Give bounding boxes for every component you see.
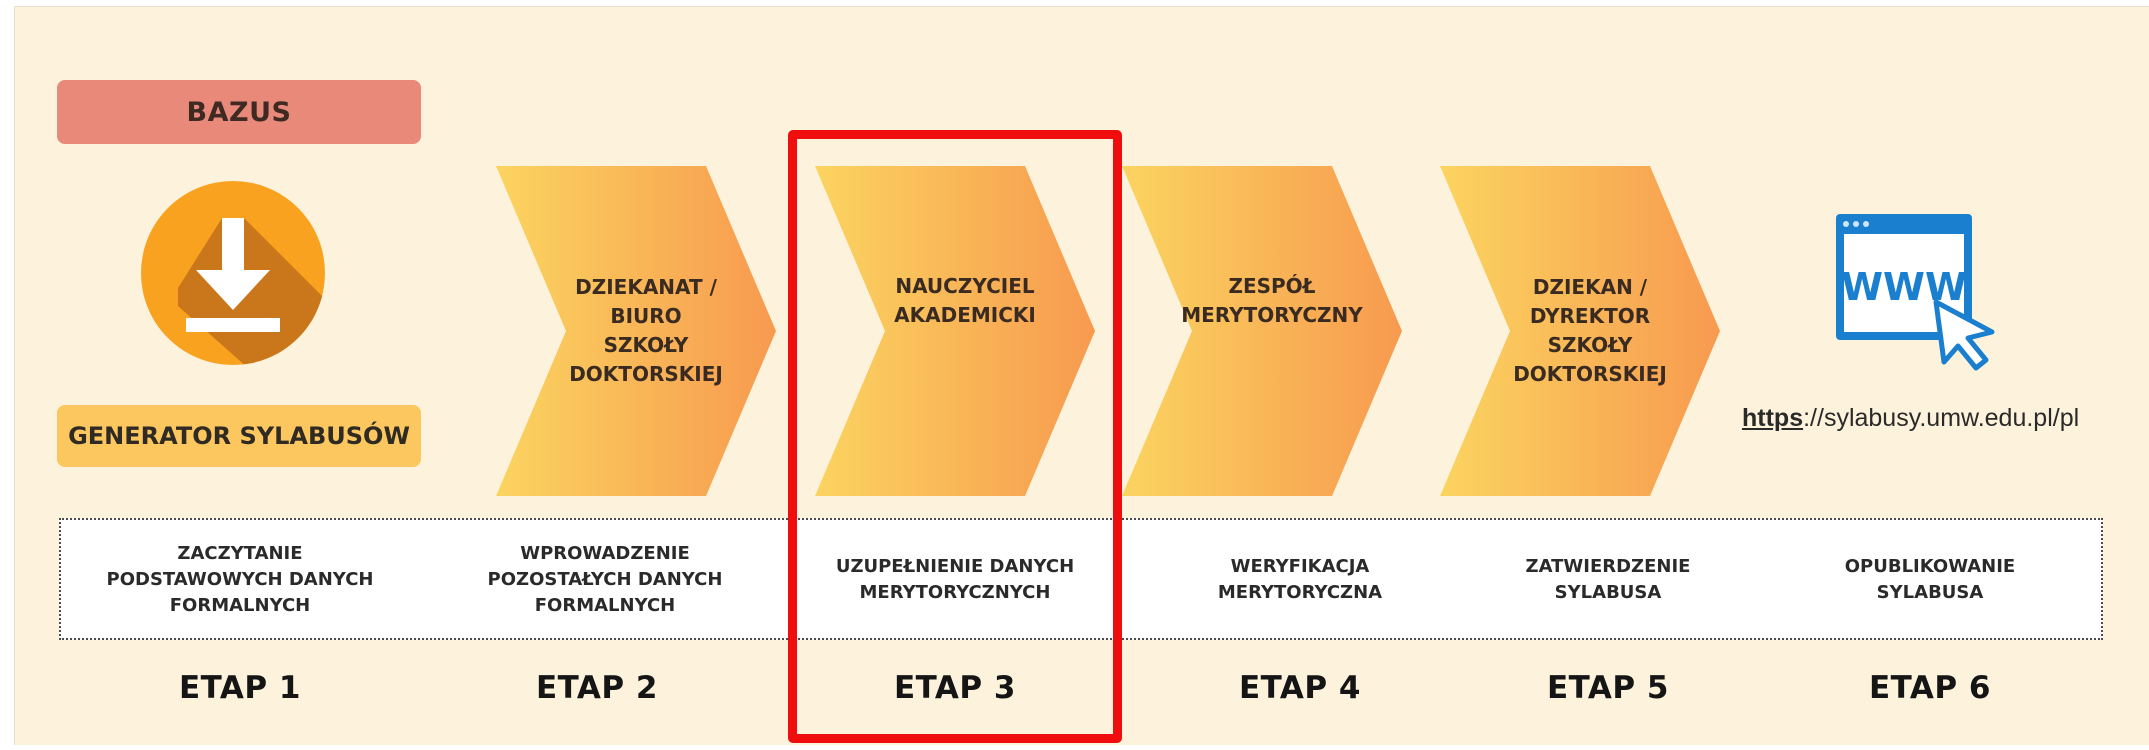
download-icon bbox=[138, 178, 328, 368]
etap-4-label: ETAP 4 bbox=[1239, 670, 1361, 706]
generator-sylabusow-label: GENERATOR SYLABUSÓW bbox=[57, 405, 421, 467]
step-description-box bbox=[59, 518, 2103, 640]
url-scheme: https bbox=[1742, 404, 1804, 432]
step-2-description: WPROWADZENIE POZOSTAŁYCH DANYCH FORMALNY… bbox=[487, 543, 723, 616]
chevron-label: ZESPÓŁ MERYTORYCZNY bbox=[1181, 274, 1363, 327]
url-rest: ://sylabusy.umw.edu.pl/pl bbox=[1803, 404, 2080, 432]
etap-3-highlight-frame bbox=[788, 130, 1122, 743]
www-icon-text: WWW bbox=[1841, 265, 1967, 309]
chevron-dziekan: DZIEKAN / DYREKTOR SZKOŁY DOKTORSKIEJ bbox=[1440, 166, 1720, 496]
etap-5-label: ETAP 5 bbox=[1547, 670, 1669, 706]
step-3-description: UZUPEŁNIENIE DANYCH MERYTORYCZNYCH bbox=[835, 556, 1075, 603]
chevron-zespol: ZESPÓŁ MERYTORYCZNY bbox=[1122, 166, 1402, 496]
etap-6-label: ETAP 6 bbox=[1869, 670, 1991, 706]
step-4-description: WERYFIKACJA MERYTORYCZNA bbox=[1217, 556, 1383, 603]
chevron-nauczyciel: NAUCZYCIEL AKADEMICKI bbox=[815, 166, 1095, 496]
website-url-link[interactable]: https://sylabusy.umw.edu.pl/pl bbox=[1742, 404, 2142, 444]
step-5-description: ZATWIERDZENIE SYLABUSA bbox=[1525, 556, 1691, 603]
www-icon: WWW bbox=[1832, 208, 2012, 373]
chevron-label: NAUCZYCIEL AKADEMICKI bbox=[894, 274, 1036, 327]
etap-1-label: ETAP 1 bbox=[179, 670, 301, 706]
chevron-label: DZIEKANAT / BIURO SZKOŁY DOKTORSKIEJ bbox=[569, 275, 723, 386]
bazus-label: BAZUS bbox=[57, 80, 421, 144]
etap-2-label: ETAP 2 bbox=[536, 670, 658, 706]
chevron-label: DZIEKAN / DYREKTOR SZKOŁY DOKTORSKIEJ bbox=[1513, 275, 1667, 386]
step-6-description: OPUBLIKOWANIE SYLABUSA bbox=[1844, 556, 2016, 603]
step-1-description: ZACZYTANIE PODSTAWOWYCH DANYCH FORMALNYC… bbox=[106, 543, 374, 616]
etap-3-label: ETAP 3 bbox=[894, 670, 1016, 706]
chevron-dziekanat: DZIEKANAT / BIURO SZKOŁY DOKTORSKIEJ bbox=[496, 166, 776, 496]
